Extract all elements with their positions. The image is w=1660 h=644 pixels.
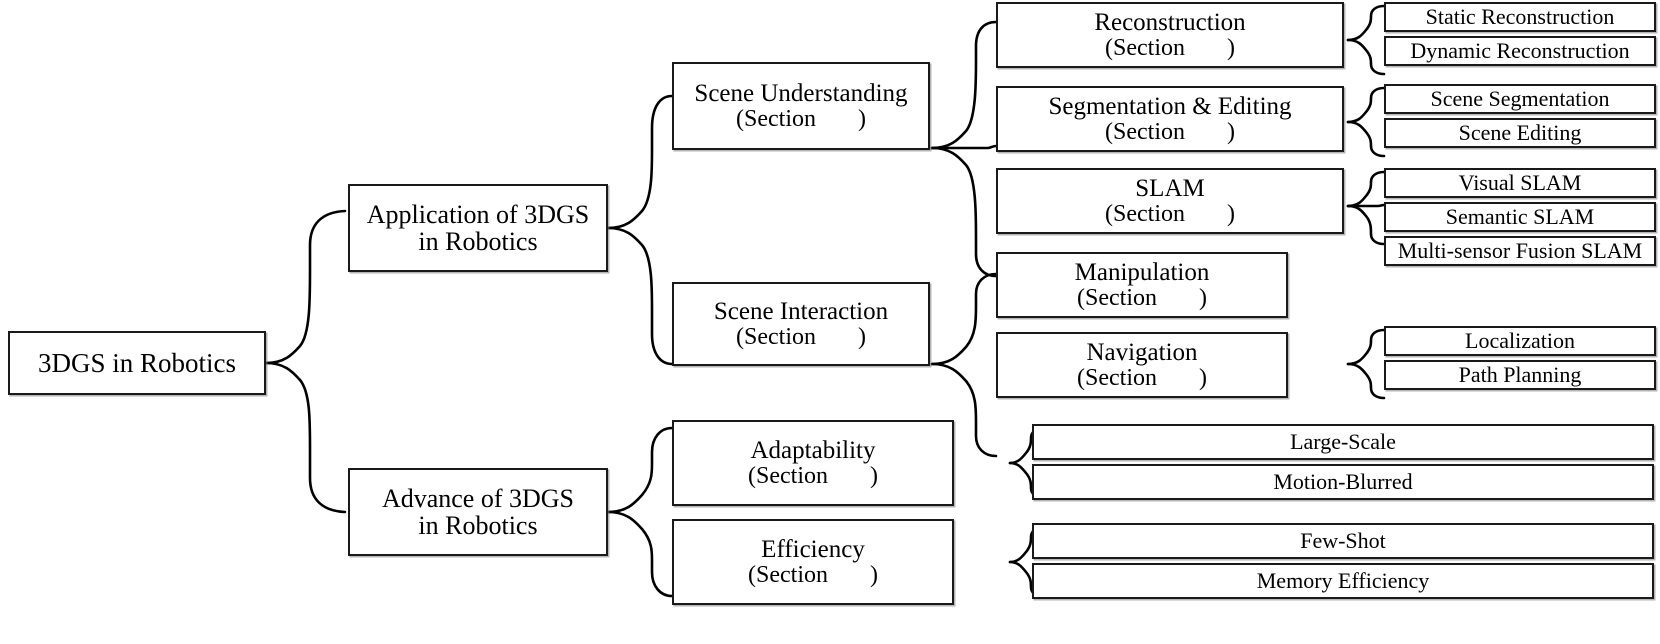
node-reconstruction-section: (Section) xyxy=(1105,34,1235,61)
link-application-to-scene-interaction xyxy=(606,226,674,366)
link-reconstruction-to-dynamic xyxy=(1346,38,1386,76)
section-close: ) xyxy=(1198,284,1207,311)
node-slam-label: SLAM xyxy=(1135,174,1205,202)
section-open: (Section xyxy=(1077,364,1157,391)
leaf-visual-slam[interactable]: Visual SLAM xyxy=(1384,168,1656,198)
section-open: (Section xyxy=(736,323,816,350)
node-reconstruction-label: Reconstruction xyxy=(1094,8,1246,36)
link-advance-to-adaptability xyxy=(606,426,674,514)
section-close: ) xyxy=(1198,364,1207,391)
link-scene-understanding-to-segmentation xyxy=(930,144,998,150)
link-root-to-advance xyxy=(264,361,347,514)
section-open: (Section xyxy=(1077,284,1157,311)
section-close: ) xyxy=(1226,34,1235,61)
section-open: (Section xyxy=(748,561,828,588)
node-manipulation-section: (Section) xyxy=(1077,284,1207,311)
leaf-semantic-slam-label: Semantic SLAM xyxy=(1445,203,1595,229)
leaf-path-planning[interactable]: Path Planning xyxy=(1384,360,1656,390)
node-efficiency-section: (Section) xyxy=(748,561,878,588)
node-scene-interaction-section: (Section) xyxy=(736,323,866,350)
leaf-localization-label: Localization xyxy=(1465,327,1575,353)
leaf-multi-sensor-fusion-slam-label: Multi-sensor Fusion SLAM xyxy=(1397,237,1643,263)
node-application-label-line2: in Robotics xyxy=(418,227,538,256)
leaf-scene-editing-label: Scene Editing xyxy=(1458,119,1582,145)
section-close: ) xyxy=(1226,200,1235,227)
node-scene-interaction-label: Scene Interaction xyxy=(713,297,889,325)
node-reconstruction[interactable]: Reconstruction (Section) xyxy=(996,2,1344,68)
leaf-path-planning-label: Path Planning xyxy=(1458,361,1582,387)
link-scene-understanding-to-reconstruction xyxy=(930,20,998,150)
leaf-few-shot[interactable]: Few-Shot xyxy=(1032,523,1654,559)
node-manipulation-label: Manipulation xyxy=(1074,258,1210,286)
leaf-static-reconstruction[interactable]: Static Reconstruction xyxy=(1384,2,1656,32)
section-close: ) xyxy=(857,323,866,350)
leaf-localization[interactable]: Localization xyxy=(1384,326,1656,356)
section-open: (Section xyxy=(748,462,828,489)
leaf-semantic-slam[interactable]: Semantic SLAM xyxy=(1384,202,1656,232)
node-segmentation-editing-label: Segmentation & Editing xyxy=(1048,92,1292,120)
node-navigation-section: (Section) xyxy=(1077,364,1207,391)
link-scene-understanding-to-slam xyxy=(930,146,998,278)
section-open: (Section xyxy=(1105,34,1185,61)
link-reconstruction-to-static xyxy=(1346,4,1386,42)
section-close: ) xyxy=(857,105,866,132)
node-slam[interactable]: SLAM (Section) xyxy=(996,168,1344,234)
section-open: (Section xyxy=(1105,118,1185,145)
node-navigation-label: Navigation xyxy=(1086,338,1198,366)
link-navigation-to-localization xyxy=(1346,328,1386,366)
leaf-static-reconstruction-label: Static Reconstruction xyxy=(1425,3,1615,29)
node-advance-label-line1: Advance of 3DGS xyxy=(381,483,575,513)
leaf-few-shot-label: Few-Shot xyxy=(1300,527,1386,553)
node-slam-section: (Section) xyxy=(1105,200,1235,227)
node-adaptability-section: (Section) xyxy=(748,462,878,489)
leaf-multi-sensor-fusion-slam[interactable]: Multi-sensor Fusion SLAM xyxy=(1384,236,1656,266)
link-scene-interaction-to-manipulation xyxy=(930,272,998,366)
section-open: (Section xyxy=(1105,200,1185,227)
node-root-label: 3DGS in Robotics xyxy=(37,347,237,378)
leaf-memory-efficiency[interactable]: Memory Efficiency xyxy=(1032,563,1654,599)
leaf-motion-blurred[interactable]: Motion-Blurred xyxy=(1032,464,1654,500)
leaf-large-scale-label: Large-Scale xyxy=(1290,428,1396,454)
node-advance-label-line2: in Robotics xyxy=(418,511,538,540)
node-scene-understanding-section: (Section) xyxy=(736,105,866,132)
node-scene-understanding[interactable]: Scene Understanding (Section) xyxy=(672,62,930,150)
section-close: ) xyxy=(869,462,878,489)
node-adaptability[interactable]: Adaptability (Section) xyxy=(672,420,954,506)
link-application-to-scene-understanding xyxy=(606,94,674,230)
node-root[interactable]: 3DGS in Robotics xyxy=(8,331,266,395)
link-navigation-to-path-planning xyxy=(1346,362,1386,400)
node-manipulation[interactable]: Manipulation (Section) xyxy=(996,252,1288,318)
node-application-of-3dgs-in-robotics[interactable]: Application of 3DGS in Robotics xyxy=(348,184,608,272)
node-scene-interaction[interactable]: Scene Interaction (Section) xyxy=(672,282,930,366)
link-slam-to-visual xyxy=(1346,170,1386,208)
node-adaptability-label: Adaptability xyxy=(750,436,876,464)
link-segmentation-to-scene-segmentation xyxy=(1346,86,1386,124)
node-advance-of-3dgs-in-robotics[interactable]: Advance of 3DGS in Robotics xyxy=(348,468,608,556)
node-application-label-line1: Application of 3DGS xyxy=(366,199,590,229)
leaf-scene-segmentation[interactable]: Scene Segmentation xyxy=(1384,84,1656,114)
leaf-memory-efficiency-label: Memory Efficiency xyxy=(1256,567,1430,593)
leaf-dynamic-reconstruction[interactable]: Dynamic Reconstruction xyxy=(1384,36,1656,66)
leaf-large-scale[interactable]: Large-Scale xyxy=(1032,424,1654,460)
leaf-dynamic-reconstruction-label: Dynamic Reconstruction xyxy=(1410,37,1630,63)
leaf-visual-slam-label: Visual SLAM xyxy=(1458,169,1582,195)
link-advance-to-efficiency xyxy=(606,510,674,598)
node-navigation[interactable]: Navigation (Section) xyxy=(996,332,1288,398)
node-efficiency[interactable]: Efficiency (Section) xyxy=(672,519,954,605)
node-segmentation-and-editing[interactable]: Segmentation & Editing (Section) xyxy=(996,86,1344,152)
link-root-to-application xyxy=(264,209,347,365)
leaf-scene-editing[interactable]: Scene Editing xyxy=(1384,118,1656,148)
link-slam-to-semantic xyxy=(1346,203,1386,208)
node-scene-understanding-label: Scene Understanding xyxy=(694,79,908,107)
link-slam-to-multi-sensor xyxy=(1346,204,1386,246)
section-open: (Section xyxy=(736,105,816,132)
leaf-scene-segmentation-label: Scene Segmentation xyxy=(1430,85,1610,111)
node-efficiency-label: Efficiency xyxy=(761,535,865,563)
leaf-motion-blurred-label: Motion-Blurred xyxy=(1273,468,1413,494)
section-close: ) xyxy=(869,561,878,588)
section-close: ) xyxy=(1226,118,1235,145)
link-segmentation-to-scene-editing xyxy=(1346,120,1386,158)
node-segmentation-editing-section: (Section) xyxy=(1105,118,1235,145)
